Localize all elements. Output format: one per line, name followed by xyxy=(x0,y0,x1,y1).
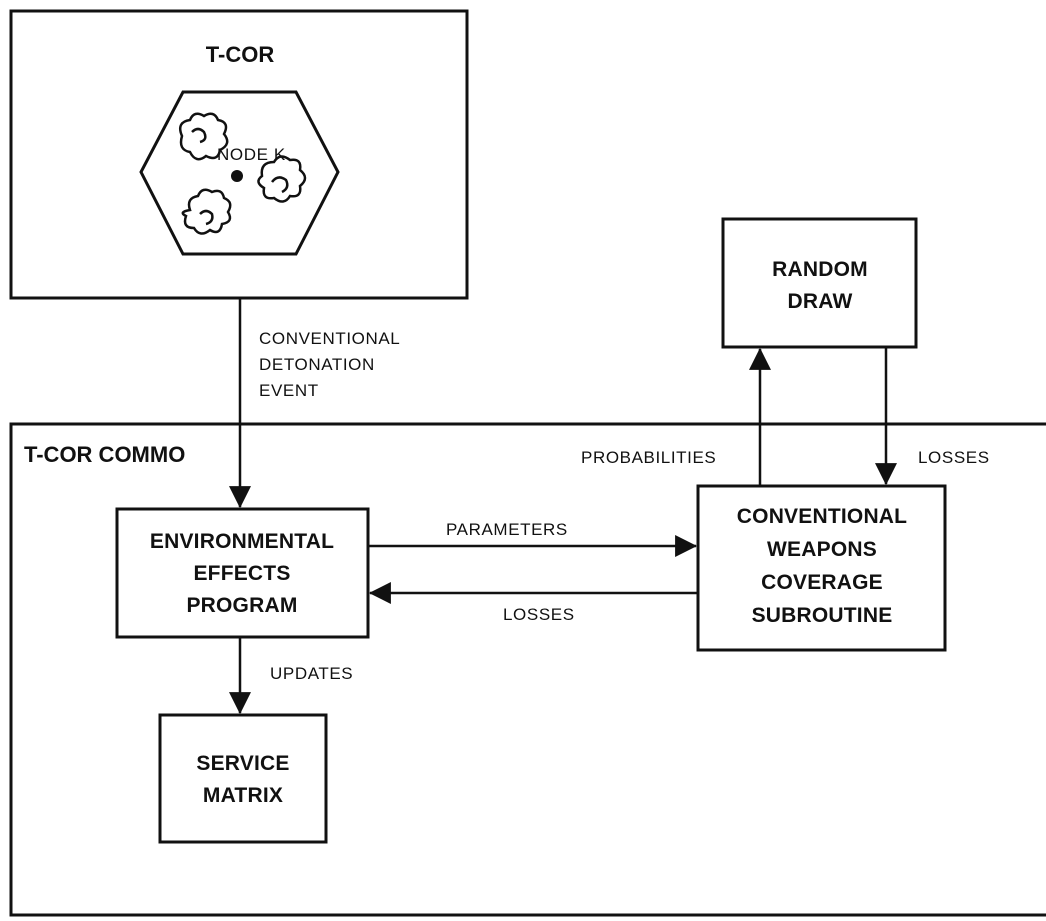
environmental-effects-box xyxy=(115,507,370,639)
random-draw-line-2: DRAW xyxy=(788,290,853,313)
conventional-line-1: CONVENTIONAL xyxy=(737,505,907,528)
blast-icon xyxy=(257,155,307,203)
environmental-line-3: PROGRAM xyxy=(186,594,297,617)
conventional-line-4: SUBROUTINE xyxy=(752,604,893,627)
updates-label: UPDATES xyxy=(270,664,353,683)
blast-icon xyxy=(179,112,229,161)
random-draw-box xyxy=(721,217,918,349)
losses-right-label: LOSSES xyxy=(918,448,990,467)
losses-mid-label: LOSSES xyxy=(503,605,575,624)
detonation-label-1: CONVENTIONAL xyxy=(259,329,400,348)
probabilities-label: PROBABILITIES xyxy=(581,448,716,467)
parameters-label: PARAMETERS xyxy=(446,520,568,539)
environmental-line-1: ENVIRONMENTAL xyxy=(150,530,334,553)
detonation-label-2: DETONATION xyxy=(259,355,375,374)
service-matrix-line-2: MATRIX xyxy=(203,784,283,807)
service-matrix-line-1: SERVICE xyxy=(196,752,289,775)
random-draw-line-1: RANDOM xyxy=(772,258,868,281)
node-dot-icon xyxy=(231,170,243,182)
conventional-line-3: COVERAGE xyxy=(761,571,883,594)
tcor-title: T-COR xyxy=(206,42,275,67)
environmental-line-2: EFFECTS xyxy=(193,562,290,585)
conventional-weapons-box xyxy=(696,484,947,652)
service-matrix-box xyxy=(158,713,328,844)
hexagon-icon xyxy=(139,90,340,256)
blast-icon xyxy=(181,188,232,235)
commo-container xyxy=(9,422,1046,917)
commo-title: T-COR COMMO xyxy=(24,442,185,467)
detonation-label-3: EVENT xyxy=(259,381,319,400)
conventional-line-2: WEAPONS xyxy=(767,538,877,561)
node-label: NODE K xyxy=(217,145,286,164)
